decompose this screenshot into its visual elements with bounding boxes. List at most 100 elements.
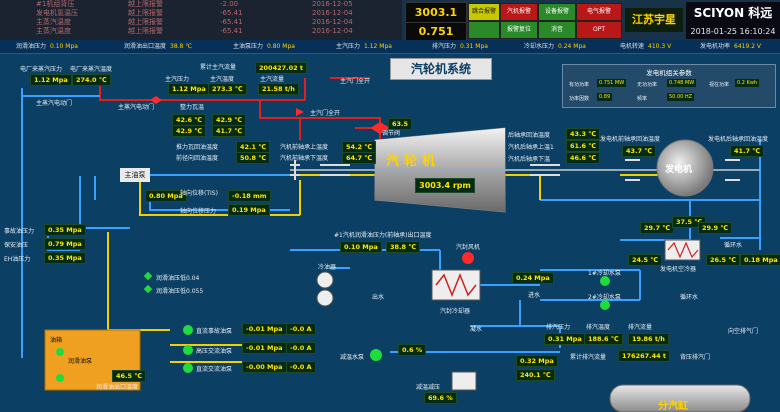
lube-circ-pressure: 0.10 Mpa — [340, 241, 382, 253]
accident-label: 事故油压力 — [4, 228, 35, 235]
seal-temp-label: 整力瓦温 — [180, 104, 205, 111]
exhaust-flow-value: 19.86 t/h — [628, 333, 669, 345]
status-button[interactable] — [468, 21, 500, 39]
circ-water-label-2: 循环水 — [680, 294, 699, 301]
lube-oil-pump-label: 润滑油泵 — [68, 358, 93, 365]
seal-temp-2: 42.9 ℃ — [172, 125, 207, 137]
generator — [656, 139, 714, 197]
steam-cooler-label: 汽封冷却器 — [440, 308, 471, 315]
deaerator-label[interactable]: 减温水泵 — [340, 354, 365, 361]
security-value: 0.79 Mpa — [44, 238, 86, 250]
aux-pump-2-label[interactable]: 高压交流油泵 — [196, 348, 233, 355]
alarm-reset-button[interactable]: 报警复位 — [500, 21, 538, 39]
valve-percent: 69.6 % — [424, 392, 457, 404]
plant-steam-pipe-label: 主蒸汽电动门 — [36, 100, 73, 107]
main-pump-value: 0.80 Mpa — [145, 190, 187, 202]
axial-tis-label: 轴向位移(TIS) — [180, 190, 218, 197]
legend-item-1: 润滑油压低0.04 — [156, 275, 200, 282]
cooler-box — [451, 371, 477, 391]
opt-button[interactable]: OPT — [576, 21, 622, 39]
exhaust-cumulative-value: 176267.44 t — [618, 350, 671, 362]
seal-temp-4: 41.7 ℃ — [212, 125, 247, 137]
air-cooler-label: 发电机空冷器 — [660, 266, 697, 273]
main-gate-label-1: 主汽门全开 — [340, 78, 371, 85]
rear-return-label: 后轴承回油温度 — [508, 132, 551, 139]
exhaust-flow-label: 排汽流量 — [628, 324, 653, 331]
main-steam-door-label: 主蒸汽电动门 — [118, 104, 155, 111]
rear-bearing-1-label: 汽机后轴承上温1 — [508, 144, 554, 151]
backpressure-valve-label[interactable]: 背压排汽门 — [680, 354, 711, 361]
bearing-temp-2: 50.8 ℃ — [236, 152, 271, 164]
bearing-temp-label-1: 推力瓦回油温度 — [176, 144, 219, 151]
water-out-label: 出水 — [372, 294, 385, 301]
lube-circ-temp: 38.8 ℃ — [386, 241, 421, 253]
cooler-label: 冷油器 — [318, 264, 337, 271]
air-temp-3: 29.9 ℃ — [698, 222, 733, 234]
exhaust-fan-label: 汽封风机 — [456, 244, 481, 251]
water-pressure-value: 0.32 Mpa — [516, 355, 558, 367]
power-display: 0.751 MW — [405, 22, 467, 55]
safety-gate-label[interactable]: 向空排气门 — [728, 328, 759, 335]
plant-temp-label: 电厂来蒸汽温度 — [70, 66, 113, 73]
rear-bearing-2-value: 46.6 ℃ — [566, 152, 601, 164]
turbine-label: 汽轮机 — [386, 154, 441, 169]
front-bearing-2: 64.7 ℃ — [342, 152, 377, 164]
valve-cooling-label: 减温减压 — [416, 384, 441, 391]
circ-pressure-value: 0.18 Mpa — [740, 254, 780, 266]
aux-pump-1-pressure: -0.01 Mpa — [242, 323, 287, 335]
air-temp-4: 24.5 ℃ — [628, 254, 663, 266]
generator-panel: 发电机组关参数 有功功率 0.751 MW 无功功率 0.748 MW 视在功率… — [562, 64, 776, 108]
gen-rear-label: 发电机后轴承回油温度 — [708, 136, 769, 143]
plant-temp-value: 274.0 ℃ — [72, 74, 111, 86]
adjust-valve-value: 63.5 — [388, 118, 413, 130]
exhaust-temp-value: 188.6 ℃ — [584, 333, 623, 345]
mute-button[interactable]: 消音 — [538, 21, 576, 39]
trip-alarm-button[interactable]: 跳合报警 — [468, 3, 500, 21]
main-oil-pump[interactable]: 主油泵 — [120, 168, 150, 182]
pump-2-label[interactable]: 2#冷却水泵 — [588, 294, 621, 301]
exhaust-cumulative-label: 累计排汽流量 — [570, 354, 607, 361]
exhaust-pressure-value: 0.31 Mpa — [544, 333, 586, 345]
water-temp-value: 240.1 ℃ — [516, 369, 555, 381]
gen-front-label: 发电机前轴承回油温度 — [600, 136, 661, 143]
legend-item-2: 润滑油压低0.055 — [156, 288, 204, 295]
cumulative-steam-label: 累计主汽流量 — [200, 64, 237, 71]
steam-flow-value: 21.58 t/h — [258, 83, 299, 95]
exhaust-pressure-label: 排汽压力 — [546, 324, 571, 331]
eh-label: EH油压力 — [4, 256, 31, 263]
bearing-temp-label-2: 前径向回油温度 — [176, 155, 219, 162]
electrical-alarm-button[interactable]: 电气报警 — [576, 3, 622, 21]
deaerator-percent: 0.6 % — [398, 344, 427, 356]
datetime: 2018-01-25 16:10:24 — [686, 24, 780, 39]
rear-bearing-2-label: 汽机后轴承下温 — [508, 156, 551, 163]
main-steam-pressure-value: 1.12 Mpa — [168, 83, 210, 95]
eh-value: 0.35 Mpa — [44, 252, 86, 264]
pump-1 — [600, 276, 610, 286]
page-title: 汽轮机系统 — [390, 58, 492, 80]
circ-water-label-1: 循环水 — [724, 242, 743, 249]
turbine-rpm: 3003.4 rpm — [415, 178, 475, 193]
sub-cylinder — [609, 384, 751, 412]
axial-tis-value: -0.18 mm — [228, 190, 271, 202]
rear-return-value: 43.3 ℃ — [566, 128, 601, 140]
pump-1-label[interactable]: 1#冷却水泵 — [588, 270, 621, 277]
turbine-alarm-button[interactable]: 汽机报警 — [500, 3, 538, 21]
air-temp-5: 26.5 ℃ — [706, 254, 741, 266]
equipment-alarm-button[interactable]: 设备报警 — [538, 3, 576, 21]
aux-pump-1-label[interactable]: 直流事故油泵 — [196, 328, 233, 335]
cumulative-steam-value: 200427.02 t — [255, 62, 308, 74]
pump-2 — [600, 300, 610, 310]
gen-front-value: 43.7 ℃ — [622, 145, 657, 157]
axial-pressure-value: 0.19 Mpa — [228, 204, 270, 216]
aux-pump-3-label[interactable]: 直流交流油泵 — [196, 366, 233, 373]
plant-logo: 江苏宇星 — [625, 8, 683, 32]
